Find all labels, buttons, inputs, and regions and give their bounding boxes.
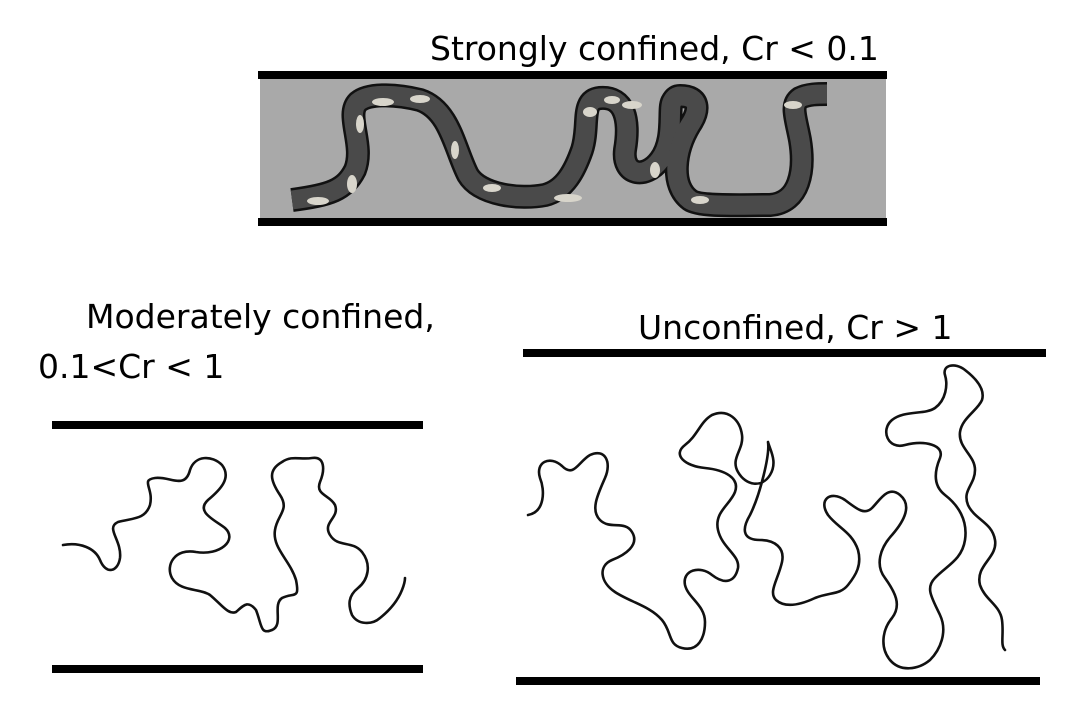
strong-confinement-label: Strongly confined, Cr < 0.1 [430,29,879,68]
unconfined-label: Unconfined, Cr > 1 [638,308,952,347]
highlight-spot [372,98,394,106]
highlight-spot [307,197,329,205]
highlight-spot [622,101,642,109]
highlight-spot [410,95,430,103]
highlight-spot [347,175,357,193]
strong-chain-highlights [307,95,802,205]
strong-chain-band [290,85,682,210]
highlight-spot [650,162,660,178]
highlight-spot [691,196,709,204]
highlight-spot [784,101,802,109]
highlight-spot [483,184,501,192]
unconfined-panel: Unconfined, Cr > 1 [516,308,1046,685]
highlight-spot [554,194,582,202]
highlight-spot [583,107,597,117]
highlight-spot [356,115,364,133]
strong-confinement-panel: Strongly confined, Cr < 0.1 [258,29,887,226]
moderate-confinement-panel: Moderately confined, 0.1<Cr < 1 [38,297,435,673]
unconfined-polymer-chain [526,364,1007,670]
highlight-spot [604,96,620,104]
highlight-spot [451,141,459,159]
moderate-confinement-label-line1: Moderately confined, [86,297,435,336]
moderate-confinement-label-line2: 0.1<Cr < 1 [38,347,224,386]
strong-chain-band-2 [667,84,828,215]
moderate-polymer-chain [61,456,407,633]
